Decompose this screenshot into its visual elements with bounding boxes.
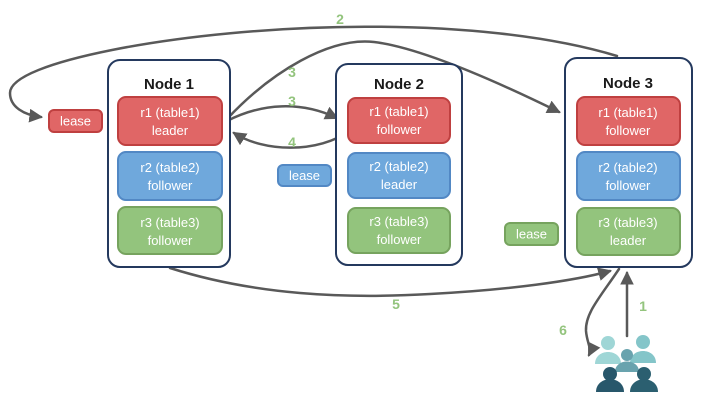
lease-badge-blue: lease [277,164,332,187]
step-label-5: 5 [392,296,400,312]
node-2-replica-r2: r2 (table2) leader [347,152,451,199]
node-1-r1-role: leader [152,123,189,138]
node-2-r3-role: follower [377,232,422,247]
node-2-r2-role: leader [381,177,418,192]
node-1-r2-box [117,151,223,201]
node-3-r2-box [576,151,681,201]
user-icon-head [636,335,650,349]
node-3-r3-box [576,207,681,256]
step-label-4: 4 [288,134,296,150]
node-2-r3-name: r3 (table3) [369,214,428,229]
node-3-r2-role: follower [606,178,651,193]
lease-red-box [48,109,103,133]
node-3-r3-role: leader [610,233,647,248]
node-2-title: Node 2 [374,76,424,93]
user-icon-body [630,379,658,392]
user-icon-body [630,351,656,363]
node-2-r1-role: follower [377,122,422,137]
node-2-r1-name: r1 (table1) [369,104,428,119]
arrow-step-3-to-node2 [225,105,339,123]
node-3-replica-r1: r1 (table1) follower [576,96,681,146]
node-1-replica-r1: r1 (table1) leader [117,96,223,146]
user-icon-body [596,379,624,392]
node-3-r2-name: r2 (table2) [598,160,657,175]
node-3-r3-name: r3 (table3) [598,215,657,230]
node-1-title: Node 1 [144,76,194,93]
step-label-3b: 3 [288,93,296,109]
arrow-step-3-to-node3 [225,40,561,121]
node-1-r3-name: r3 (table3) [140,215,199,230]
step-label-1: 1 [639,298,647,314]
lease-red-label: lease [60,114,91,129]
node-1-r3-role: follower [148,233,193,248]
node-3-r1-role: follower [606,123,651,138]
node-2-r2-name: r2 (table2) [369,159,428,174]
node-1-r1-name: r1 (table1) [140,105,199,120]
step-label-2: 2 [336,11,344,27]
clients-users-icon [595,335,658,392]
user-icon-head [601,336,615,350]
node-1-replica-r3: r3 (table3) follower [117,206,223,255]
node-3: Node 3 r1 (table1) follower r2 (table2) … [564,57,693,268]
node-2: Node 2 r1 (table1) follower r2 (table2) … [335,63,463,266]
node-1-r2-name: r2 (table2) [140,160,199,175]
node-2-r3-box [347,207,451,254]
lease-blue-box [277,164,332,187]
node-1-r1-box [117,96,223,146]
node-2-replica-r3: r3 (table3) follower [347,207,451,254]
arrow-step-5 [168,266,612,298]
node-1: Node 1 r1 (table1) leader r2 (table2) fo… [107,59,231,268]
step-label-6: 6 [559,322,567,338]
user-icon-head [637,367,651,381]
arrow-step-2 [8,25,619,123]
node-1-replica-r2: r2 (table2) follower [117,151,223,201]
node-3-title: Node 3 [603,75,653,92]
user-icon-head [603,367,617,381]
node-2-replica-r1: r1 (table1) follower [347,97,451,144]
user-icon-body [615,361,639,372]
lease-blue-label: lease [289,168,320,183]
node-1-r3-box [117,206,223,255]
arrow-step-6 [584,267,621,357]
node-2-r2-box [347,152,451,199]
node-3-replica-r3: r3 (table3) leader [576,207,681,256]
step-labels: 2 3 3 4 5 6 1 [288,11,647,338]
lease-badge-red: lease [48,109,103,133]
lease-green-box [504,222,559,246]
lease-badge-green: lease [504,222,559,246]
node-1-r2-role: follower [148,178,193,193]
user-icon-body [595,352,621,364]
node-3-r1-name: r1 (table1) [598,105,657,120]
node-3-r1-box [576,96,681,146]
node-2-r1-box [347,97,451,144]
node-3-replica-r2: r2 (table2) follower [576,151,681,201]
user-icon-head [621,349,633,361]
step-label-3a: 3 [288,64,296,80]
lease-green-label: lease [516,227,547,242]
arrow-group [8,25,634,357]
